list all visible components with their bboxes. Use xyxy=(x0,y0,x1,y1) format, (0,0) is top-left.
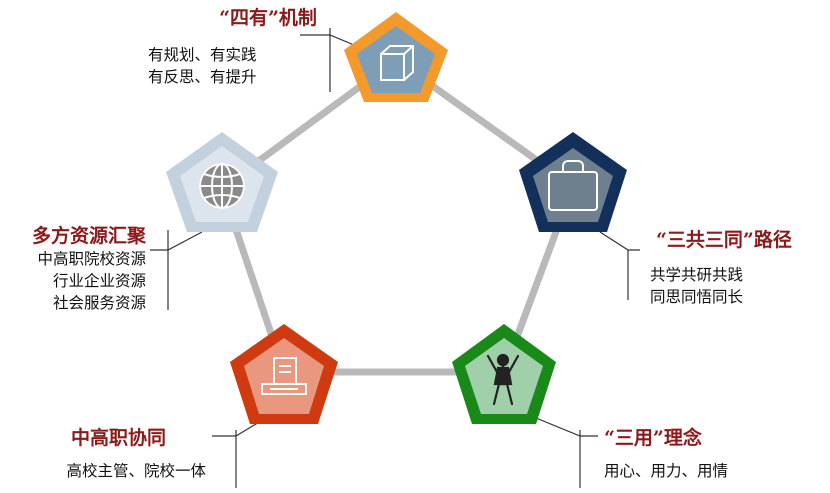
connector-ring xyxy=(218,56,577,376)
label-bottomleft-line-1: 高校主管、院校一体 xyxy=(66,462,206,480)
pentagon-right xyxy=(519,132,627,232)
pentagon-bottomright xyxy=(452,324,556,424)
leader-left xyxy=(150,231,203,251)
label-left-line-3: 社会服务资源 xyxy=(52,294,146,312)
label-bottomleft-title: 中高职协同 xyxy=(70,427,166,449)
label-top-line-1: 有规划、有实践 xyxy=(148,46,257,64)
label-top-title: “四有”机制 xyxy=(219,7,317,29)
pentagon-top xyxy=(344,12,448,102)
printer-icon xyxy=(261,357,307,395)
label-bottomright: “三用”理念 用心、用力、用情 xyxy=(604,426,728,482)
label-top: “四有”机制 有规划、有实践 有反思、有提升 xyxy=(148,6,328,86)
label-bottomright-line-1: 用心、用力、用情 xyxy=(604,462,729,480)
label-right-line-2: 同思同悟同长 xyxy=(650,288,744,306)
label-left: 多方资源汇聚 中高职院校资源 行业企业资源 社会服务资源 xyxy=(4,224,146,314)
leader-bottomright xyxy=(535,417,598,437)
globe-icon xyxy=(199,163,245,209)
label-left-line-2: 行业企业资源 xyxy=(52,272,146,290)
leader-right xyxy=(599,231,640,251)
person-icon xyxy=(486,353,520,406)
label-right: “三共三同”路径 共学共研共践 同思同悟同长 xyxy=(650,228,792,308)
briefcase-icon xyxy=(548,160,598,211)
label-bottomleft: 中高职协同 高校主管、院校一体 xyxy=(6,426,206,482)
pentagon-top-fill xyxy=(357,26,435,93)
pentagon-right-fill xyxy=(533,148,613,222)
label-right-line-1: 共学共研共践 xyxy=(650,266,744,284)
pentagon-bottomleft xyxy=(230,324,338,424)
label-bottomright-title: “三用”理念 xyxy=(604,427,702,449)
cube-icon xyxy=(380,45,414,81)
label-top-line-2: 有反思、有提升 xyxy=(148,68,257,86)
label-left-line-1: 中高职院校资源 xyxy=(37,250,146,268)
pentagon-left xyxy=(166,132,278,232)
label-left-title: 多方资源汇聚 xyxy=(31,225,146,247)
label-right-title: “三共三同”路径 xyxy=(656,229,792,251)
